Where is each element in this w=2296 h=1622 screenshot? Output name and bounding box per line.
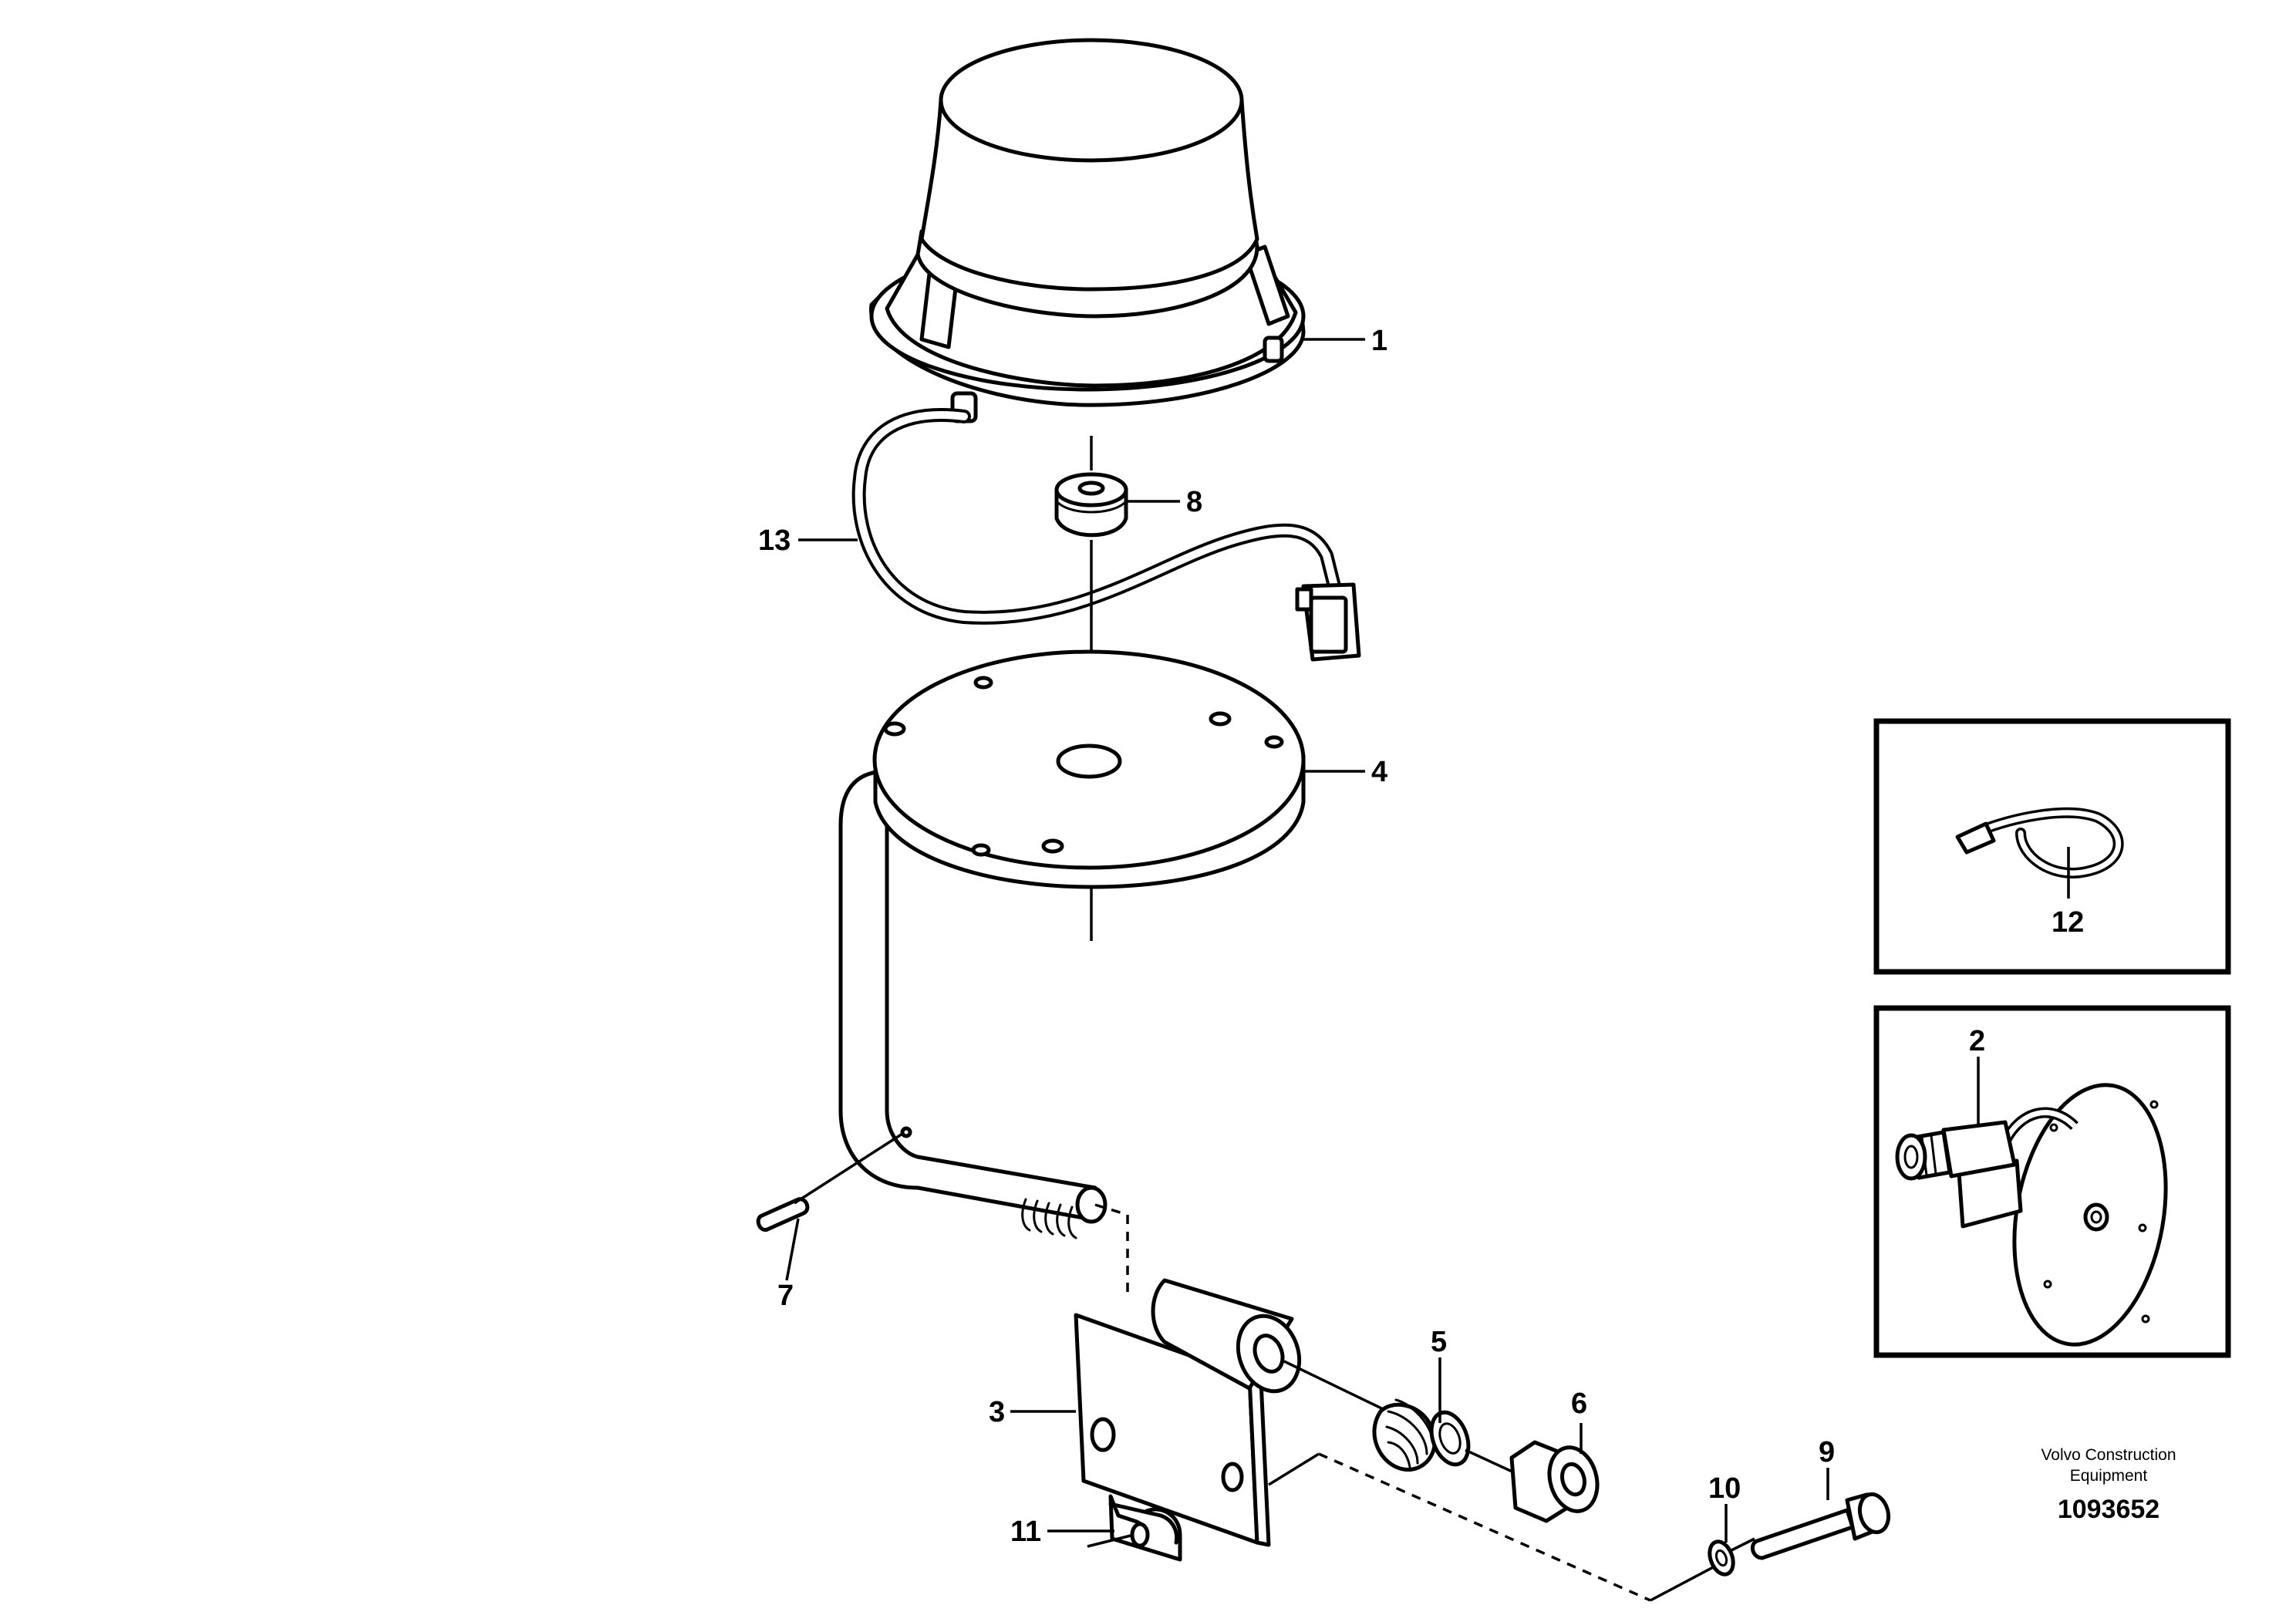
swivel-bracket: [1074, 1278, 1302, 1547]
drawing-number: 1093652: [2058, 1495, 2159, 1524]
mount-plate: [872, 649, 1306, 889]
bolt: [1750, 1492, 1891, 1560]
callout-1: 1: [1371, 325, 1387, 357]
axis-line: [1731, 1537, 1755, 1552]
credit-line-2: Equipment: [2070, 1467, 2148, 1485]
thread: [1021, 1198, 1077, 1239]
callout-6: 6: [1571, 1388, 1587, 1420]
callout-12: 12: [2052, 906, 2084, 939]
cable-tie: [1955, 807, 2124, 878]
callout-4: 4: [1371, 756, 1387, 788]
saddle-clip: [1087, 1494, 1182, 1562]
callout-13: 13: [758, 524, 791, 557]
callout-2: 2: [1969, 1025, 1985, 1057]
lock-nut: [1509, 1440, 1600, 1523]
spring: [1372, 1398, 1471, 1472]
callout-11: 11: [1010, 1516, 1041, 1548]
axis-line: [1268, 1452, 1320, 1486]
axis-line: [1283, 1360, 1397, 1417]
callout-5: 5: [1431, 1326, 1447, 1358]
callout-3: 3: [989, 1396, 1005, 1428]
callout-10: 10: [1708, 1472, 1741, 1505]
title-block: Volvo Construction Equipment 1093652: [2041, 1446, 2176, 1524]
switch-assembly: [1895, 1083, 2168, 1347]
axis-line: [1650, 1564, 1717, 1602]
beacon-lamp: [869, 38, 1306, 423]
washer: [1708, 1539, 1735, 1576]
detail-box-cable-tie: [1873, 718, 2231, 975]
cable-harness: [851, 408, 1361, 662]
axis-line: [1465, 1448, 1516, 1475]
rubber-grommet: [1054, 472, 1128, 538]
callout-7: 7: [777, 1280, 794, 1312]
credit-line-1: Volvo Construction: [2041, 1446, 2176, 1464]
mounting-arm: [838, 769, 1108, 1239]
pin: [756, 1132, 903, 1233]
callout-9: 9: [1819, 1436, 1835, 1469]
guide-line: [1318, 1452, 1651, 1602]
callout-labels: 1 2 3 4 5 6 7 8 9 10 11 12 13: [758, 325, 2084, 1548]
callout-8: 8: [1186, 486, 1202, 518]
guide-line: [1094, 1203, 1129, 1300]
detail-box-switch: [1873, 1005, 2231, 1358]
callout-leaders: [785, 338, 1829, 1543]
